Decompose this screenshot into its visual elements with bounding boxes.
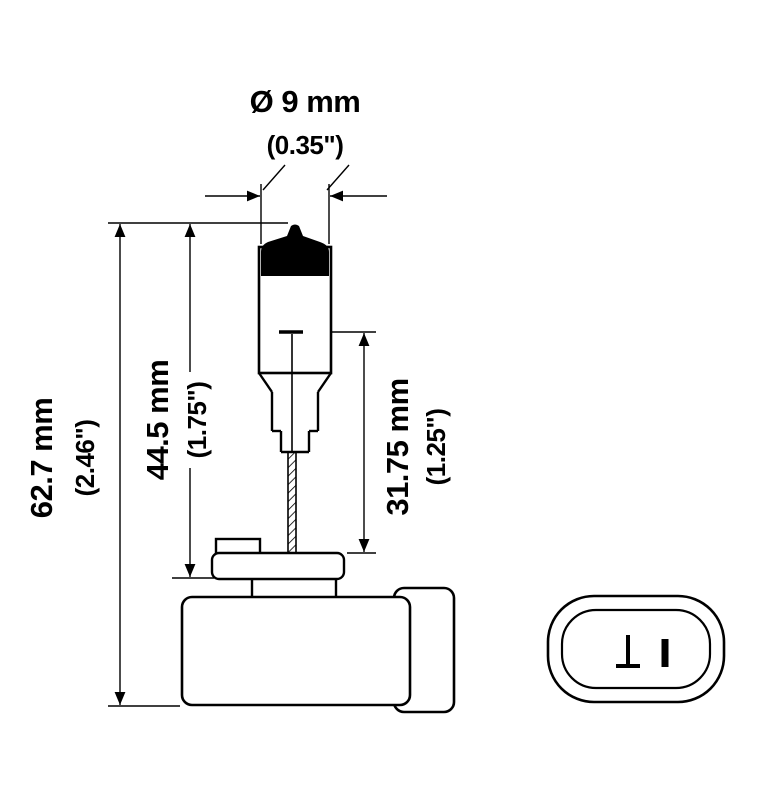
diameter-mm-label: Ø 9 mm	[250, 84, 361, 119]
socket-body	[180, 595, 412, 707]
overall-length-mm-label: 62.7 mm	[24, 398, 59, 519]
bulb-length-inch-label: (1.75")	[182, 382, 212, 459]
lead-wire-coil	[287, 451, 297, 557]
leader-line-right	[326, 164, 350, 191]
base-seat	[210, 551, 346, 581]
light-center-mm-label: 31.75 mm	[380, 378, 415, 515]
shoulder-left	[258, 372, 273, 393]
dimension-overall-length: 62.7 mm (2.46")	[24, 222, 288, 707]
dimension-bulb-length: 44.5 mm (1.75")	[140, 224, 215, 579]
dimension-diameter: Ø 9 mm (0.35")	[205, 84, 387, 244]
diameter-inch-label: (0.35")	[267, 130, 344, 160]
connector-inner-wall	[560, 608, 712, 690]
light-center-inch-label: (1.25")	[421, 409, 451, 486]
connector-outer-shell	[546, 594, 726, 704]
connector-face-view	[546, 594, 726, 704]
bulb-side-view	[257, 224, 333, 557]
socket-base	[180, 537, 456, 714]
leader-line-left	[262, 164, 286, 191]
shoulder-right	[317, 372, 332, 393]
label-backing	[183, 372, 215, 468]
bulb-length-mm-label: 44.5 mm	[140, 360, 175, 481]
dimension-light-center-length: 31.75 mm (1.25")	[305, 331, 451, 554]
overall-length-inch-label: (2.46")	[70, 420, 100, 497]
bulb-black-tip	[261, 224, 329, 276]
